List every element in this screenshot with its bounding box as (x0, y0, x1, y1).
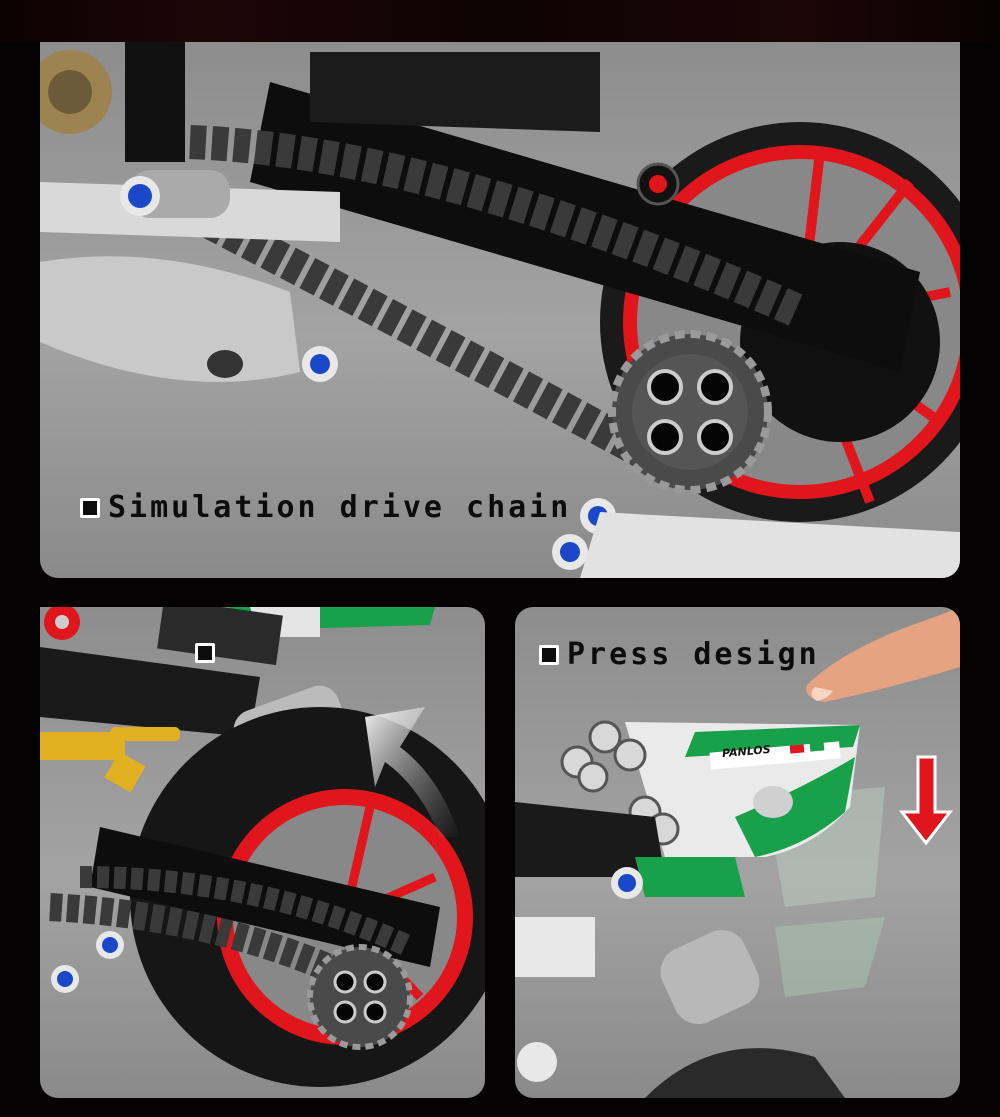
caption-simulation-drive-chain: Simulation drive chain (80, 490, 571, 525)
panel-drive-chain: Simulation drive chain (40, 42, 960, 578)
panel-suspension (40, 607, 485, 1098)
drive-chain-illustration (40, 42, 960, 578)
curved-up-arrow-icon (365, 707, 460, 837)
caption-empty (195, 643, 223, 663)
bullet-square-icon (195, 643, 215, 663)
down-arrow-icon (898, 755, 954, 846)
caption-press-design: Press design (539, 637, 820, 672)
bullet-square-icon (80, 497, 100, 518)
panel-press-design: Press design PANLOS (515, 607, 960, 1098)
top-banner-glow (0, 0, 1000, 42)
press-design-illustration (515, 607, 960, 1098)
suspension-illustration (40, 607, 485, 1087)
bullet-square-icon (539, 644, 559, 665)
